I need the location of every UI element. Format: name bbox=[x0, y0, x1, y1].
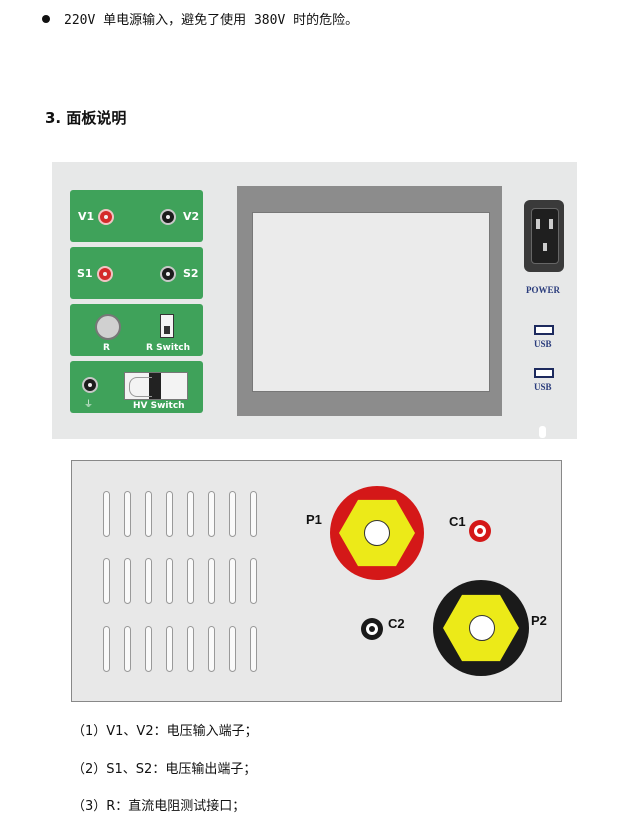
r-connector-icon bbox=[95, 314, 121, 340]
p1-label: P1 bbox=[306, 512, 322, 527]
description-line: （3）R：直流电阻测试接口； bbox=[72, 799, 246, 814]
vent-slot bbox=[250, 558, 257, 604]
knob-icon bbox=[539, 426, 546, 438]
voltage-output-box bbox=[70, 247, 203, 299]
vent-slot bbox=[166, 558, 173, 604]
usb-label-2: USB bbox=[534, 382, 552, 392]
vent-slot bbox=[187, 491, 194, 537]
vent-slot bbox=[145, 626, 152, 672]
ground-icon: ⏚ bbox=[84, 400, 94, 410]
usb-port-icon bbox=[534, 325, 554, 335]
v1-terminal-icon bbox=[98, 209, 114, 225]
bullet-item: 220V 单电源输入，避免了使用 380V 时的危险。 bbox=[42, 9, 358, 28]
vent-slot bbox=[145, 491, 152, 537]
vent-slot bbox=[208, 558, 215, 604]
vent-slot bbox=[208, 491, 215, 537]
v1-label: V1 bbox=[78, 210, 95, 223]
c1-terminal-icon bbox=[469, 520, 491, 542]
vent-slot bbox=[166, 491, 173, 537]
usb-port-icon bbox=[534, 368, 554, 378]
vent-slot bbox=[208, 626, 215, 672]
vent-slot bbox=[103, 558, 110, 604]
vent-slot bbox=[229, 491, 236, 537]
vent-slot bbox=[187, 558, 194, 604]
r-switch-icon bbox=[160, 314, 174, 338]
vent-slot bbox=[124, 626, 131, 672]
p1-hole-icon bbox=[364, 520, 390, 546]
r-label: R bbox=[103, 343, 110, 353]
s2-terminal-icon bbox=[160, 266, 176, 282]
bullet-dot-icon bbox=[42, 15, 50, 23]
bullet-text: 220V 单电源输入，避免了使用 380V 时的危险。 bbox=[64, 13, 359, 28]
s1-label: S1 bbox=[77, 267, 93, 280]
hv-terminal-icon bbox=[82, 377, 98, 393]
s2-label: S2 bbox=[183, 267, 199, 280]
vent-slot bbox=[103, 491, 110, 537]
v2-terminal-icon bbox=[160, 209, 176, 225]
vent-slot bbox=[229, 558, 236, 604]
vent-slot bbox=[229, 626, 236, 672]
v2-label: V2 bbox=[183, 210, 200, 223]
voltage-input-box bbox=[70, 190, 203, 242]
c2-label: C2 bbox=[388, 616, 405, 631]
r-switch-label: R Switch bbox=[146, 343, 190, 353]
vent-slot bbox=[103, 626, 110, 672]
usb-label-1: USB bbox=[534, 339, 552, 349]
vent-slot bbox=[124, 558, 131, 604]
resistance-box bbox=[70, 304, 203, 356]
power-socket-icon bbox=[524, 200, 564, 272]
c2-terminal-icon bbox=[361, 618, 383, 640]
section-heading: 3. 面板说明 bbox=[45, 109, 127, 127]
description-line: （1）V1、V2：电压输入端子； bbox=[72, 724, 258, 739]
power-label: POWER bbox=[526, 285, 561, 295]
p2-label: P2 bbox=[531, 613, 547, 628]
vent-slot bbox=[187, 626, 194, 672]
hv-switch-label: HV Switch bbox=[133, 401, 185, 411]
vent-slot bbox=[250, 491, 257, 537]
vent-slot bbox=[250, 626, 257, 672]
description-line: （2）S1、S2：电压输出端子； bbox=[72, 762, 257, 777]
display-screen bbox=[252, 212, 490, 392]
s1-terminal-icon bbox=[97, 266, 113, 282]
p2-hole-icon bbox=[469, 615, 495, 641]
vent-slot bbox=[145, 558, 152, 604]
vent-slot bbox=[166, 626, 173, 672]
hv-switch-icon bbox=[124, 372, 188, 400]
c1-label: C1 bbox=[449, 514, 466, 529]
vent-slot bbox=[124, 491, 131, 537]
